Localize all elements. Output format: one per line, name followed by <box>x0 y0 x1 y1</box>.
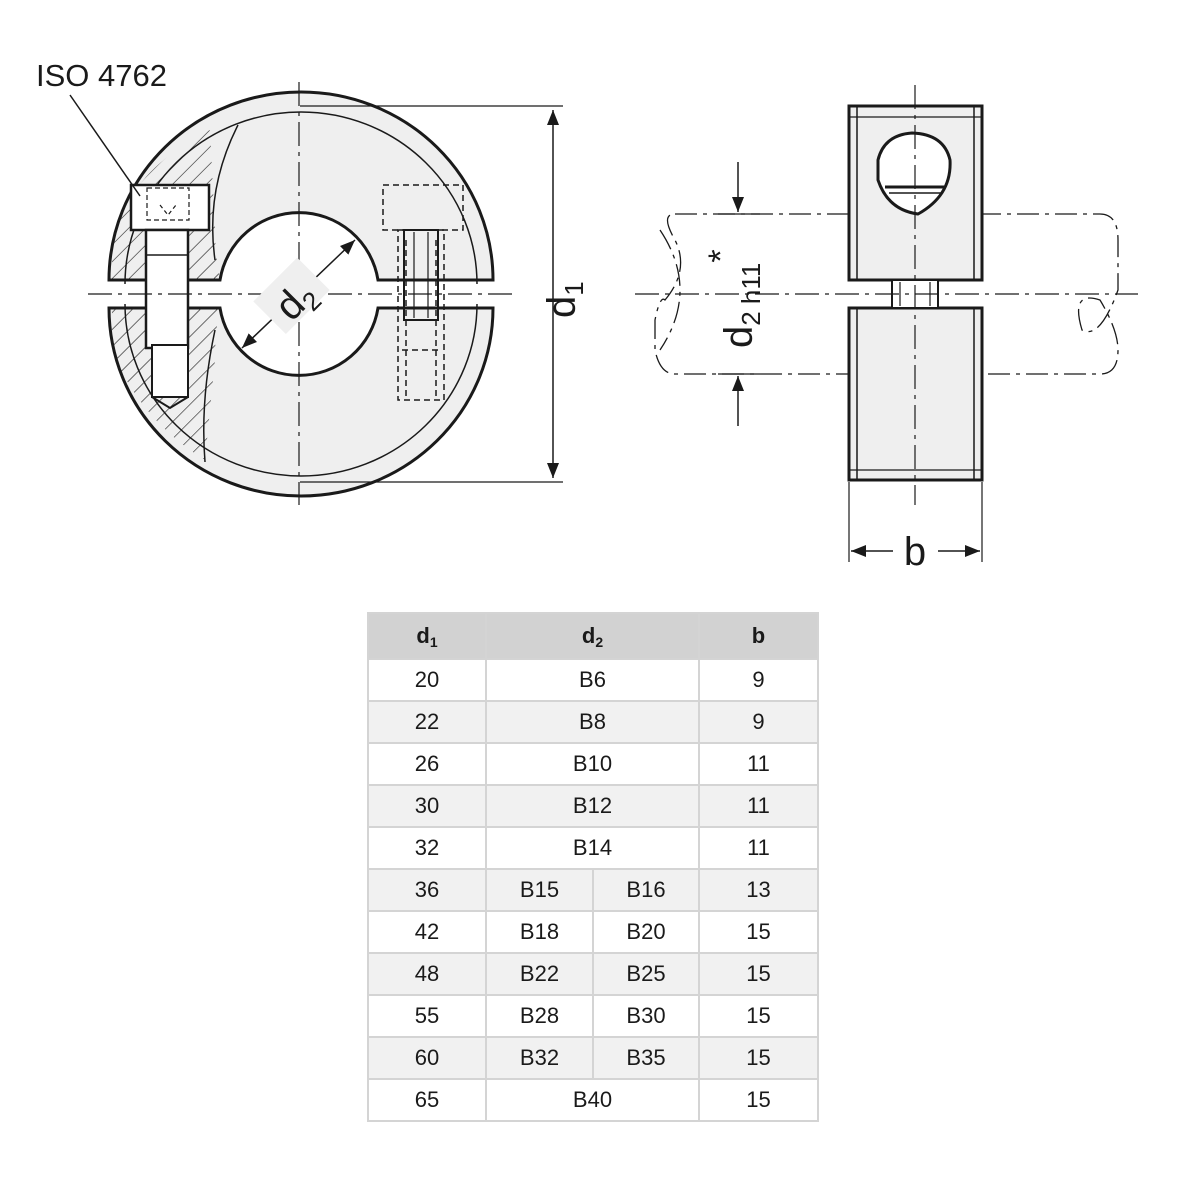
screw-head <box>129 183 211 232</box>
cell-b: 15 <box>698 952 819 996</box>
cell-d2: B32 <box>485 1036 594 1080</box>
screw-standard-label: ISO 4762 <box>36 58 167 93</box>
svg-text:d1: d1 <box>540 281 589 318</box>
cell-d2: B8 <box>485 700 700 744</box>
section-break-line <box>203 124 239 463</box>
cell-d2: B10 <box>485 742 700 786</box>
cell-d1: 32 <box>367 826 487 870</box>
technical-drawing: ISO 4762 d2 d1 <box>36 58 1138 574</box>
cell-d2: B6 <box>485 658 700 702</box>
cell-b: 15 <box>698 1078 819 1122</box>
header-d1: d1 <box>367 612 487 660</box>
header-d2: d2 <box>485 612 700 660</box>
cell-b: 9 <box>698 658 819 702</box>
cell-d1: 55 <box>367 994 487 1038</box>
cell-d1: 65 <box>367 1078 487 1122</box>
cell-d2: B12 <box>485 784 700 828</box>
side-view <box>635 85 1138 562</box>
cell-d2: B25 <box>592 952 700 996</box>
cell-d1: 26 <box>367 742 487 786</box>
cell-b: 15 <box>698 994 819 1038</box>
cell-d1: 20 <box>367 658 487 702</box>
cell-b: 13 <box>698 868 819 912</box>
screw-leader-line <box>69 94 141 197</box>
cell-d1: 30 <box>367 784 487 828</box>
shaft-phantom-outline <box>654 213 1119 375</box>
cell-d1: 36 <box>367 868 487 912</box>
cell-b: 15 <box>698 1036 819 1080</box>
cell-d2: B30 <box>592 994 700 1038</box>
cell-d1: 60 <box>367 1036 487 1080</box>
table-header-row: d1 d2 b <box>367 612 819 660</box>
cell-d2: B28 <box>485 994 594 1038</box>
cell-d2: B22 <box>485 952 594 996</box>
cell-d2: B20 <box>592 910 700 954</box>
cell-d2: B18 <box>485 910 594 954</box>
cell-d2: B40 <box>485 1078 700 1122</box>
cell-b: 11 <box>698 826 819 870</box>
cell-b: 9 <box>698 700 819 744</box>
cell-d1: 48 <box>367 952 487 996</box>
cell-d2: B35 <box>592 1036 700 1080</box>
cell-d2: B16 <box>592 868 700 912</box>
header-b: b <box>698 612 819 660</box>
cell-b: 11 <box>698 784 819 828</box>
cell-d1: 42 <box>367 910 487 954</box>
cell-d2: B15 <box>485 868 594 912</box>
visible-thread <box>403 229 439 321</box>
width-dimension-label: b <box>904 530 926 574</box>
cell-d1: 22 <box>367 700 487 744</box>
cell-b: 11 <box>698 742 819 786</box>
outer-dimension-label: d1 <box>540 281 589 318</box>
screw-thread <box>151 344 189 398</box>
front-view <box>69 82 563 505</box>
shaft-dimension-label: d2 h11* <box>702 249 766 348</box>
cell-b: 15 <box>698 910 819 954</box>
cell-d2: B14 <box>485 826 700 870</box>
screw-shank <box>144 228 190 350</box>
svg-text:d2 h11*: d2 h11* <box>702 249 766 348</box>
